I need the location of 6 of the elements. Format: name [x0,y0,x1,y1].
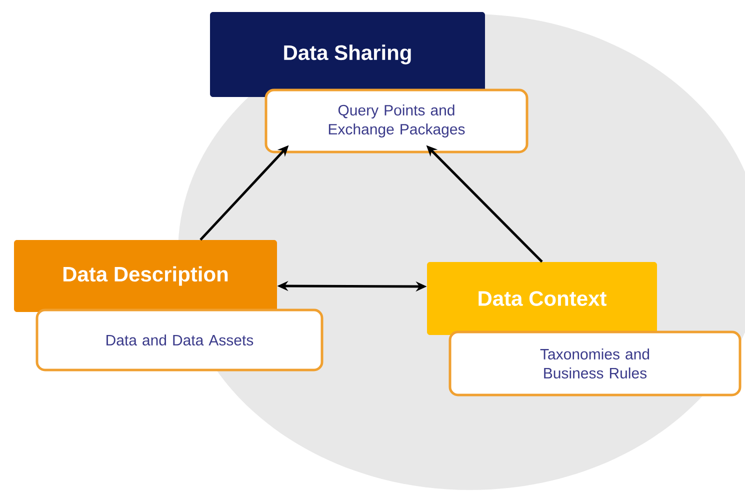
heading-box: Data Description [14,240,277,312]
description-box: Data and Data Assets [36,308,324,372]
description-box: Taxonomies and Business Rules [448,330,742,396]
description-box: Query Points and Exchange Packages [264,88,528,154]
heading-box: Data Sharing [210,12,485,97]
heading-box: Data Context [427,262,657,335]
